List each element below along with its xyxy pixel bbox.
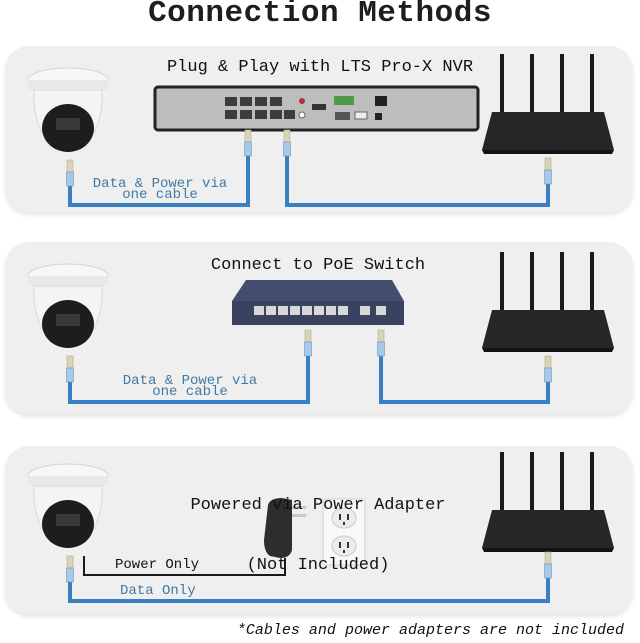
power-only-label: Power Only [115, 557, 200, 573]
cable-label-line2: one cable [122, 187, 198, 203]
camera-icon [27, 463, 109, 549]
data-only-label: Data Only [120, 583, 196, 599]
cable-label-line1: Data & Power via [92, 176, 228, 192]
poe-switch-icon [232, 280, 404, 325]
cable-label-line2: one cable [152, 384, 228, 400]
page-title: Connection Methods [148, 0, 492, 31]
cable-label-line1: Data & Power via [122, 373, 258, 389]
method-2-cable-label: Data & Power via one cable [110, 373, 270, 400]
wall-outlet-icon [322, 498, 366, 566]
camera-icon [27, 67, 109, 153]
heading-line2: (Not Included) [246, 556, 390, 575]
power-adapter-icon [264, 498, 306, 558]
method-2-heading: Connect to PoE Switch [210, 256, 426, 275]
footnote: *Cables and power adapters are not inclu… [236, 622, 624, 639]
power-cable [83, 556, 286, 576]
method-3-heading: Powered via Power Adapter (Not Included) [158, 456, 478, 596]
heading-line1: Powered via Power Adapter [190, 496, 446, 515]
router-icon [482, 452, 614, 552]
method-1-heading: Plug & Play with LTS Pro-X NVR [166, 58, 474, 77]
nvr-icon [153, 85, 480, 132]
camera-icon [27, 263, 109, 349]
method-1-cable-label: Data & Power via one cable [80, 176, 240, 203]
